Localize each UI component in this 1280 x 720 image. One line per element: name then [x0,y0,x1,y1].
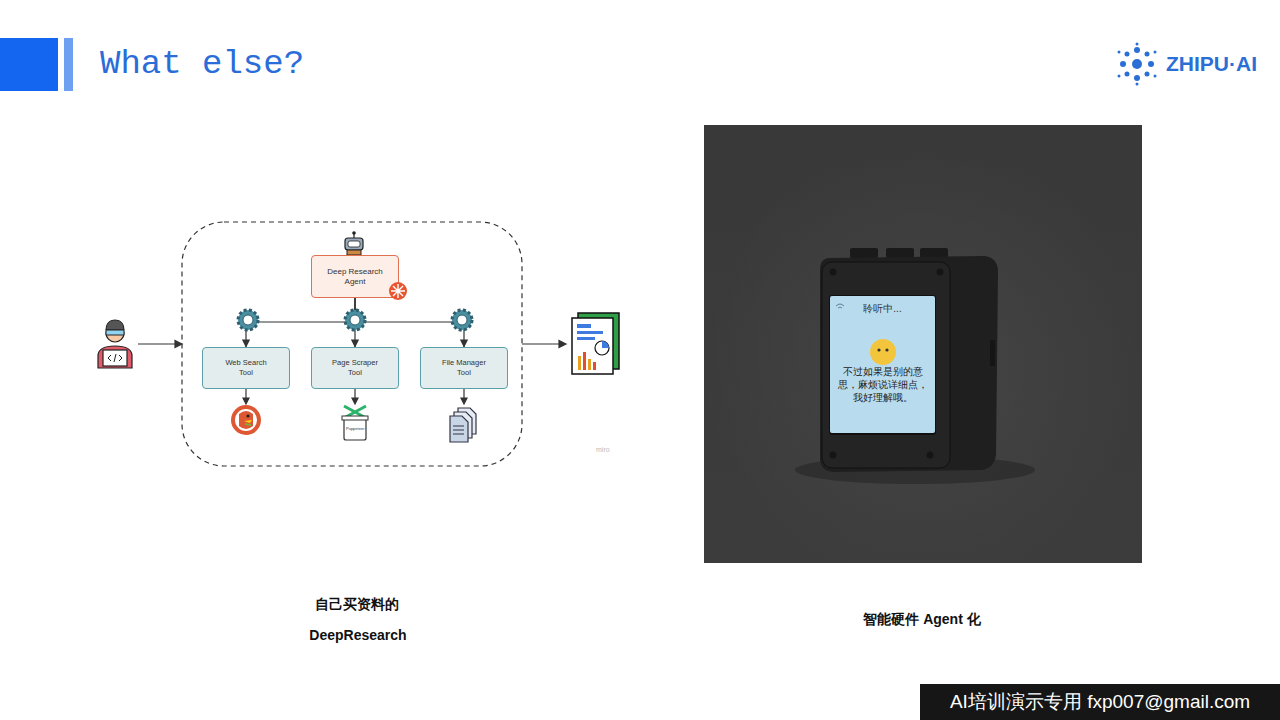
node-label: 聆听中... [863,302,901,315]
dashed-boundary [182,222,522,466]
watermark-banner: AI培训演示专用 fxp007@gmail.com [920,684,1280,720]
agent-box: Deep Research Agent [311,255,399,298]
gear-icon [238,310,258,330]
connector-arrow [355,298,464,347]
tool-box: Page Scraper Tool [311,347,399,389]
robot-icon [345,231,363,255]
watermark: miro [596,446,610,453]
spark-badge [389,282,407,300]
node-label: Page Scraper Tool [330,358,380,378]
logo-text: ZHIPU·AI [1166,52,1257,76]
tool-output-arrows [243,389,467,404]
user-icon [98,320,132,368]
file-icon [450,408,476,442]
gear-icon [452,310,472,330]
puppeteer-icon [342,406,368,440]
emoji-face [870,339,896,365]
title-accent-block [0,38,58,91]
logo-mark [1118,43,1157,86]
caption-text: 智能硬件 Agent 化 [863,611,980,629]
node-label: Web Search Tool [224,358,268,378]
caption-text: 自己买资料的 [315,596,399,614]
report-icon [572,313,619,374]
slide-title: What else? [100,42,304,86]
node-label: Deep Research Agent [325,267,385,287]
node-label: File Manager Tool [439,358,489,378]
gear-icon [345,310,365,330]
device-photo [704,125,1142,563]
caption-text: DeepResearch [309,627,406,643]
duckduckgo-icon [231,405,261,435]
wifi-icon [836,304,844,308]
connector-arrow [246,298,355,347]
tool-box: File Manager Tool [420,347,508,389]
node-body-text: 不过如果是别的意思，麻烦说详细点，我好理解哦。 [837,365,929,404]
title-accent-bar [64,38,73,91]
tool-box: Web Search Tool [202,347,290,389]
icon-caption: Puppeteer [346,426,364,431]
device-screen: 聆听中... 不过如果是别的意思，麻烦说详细点，我好理解哦。 [830,296,935,433]
